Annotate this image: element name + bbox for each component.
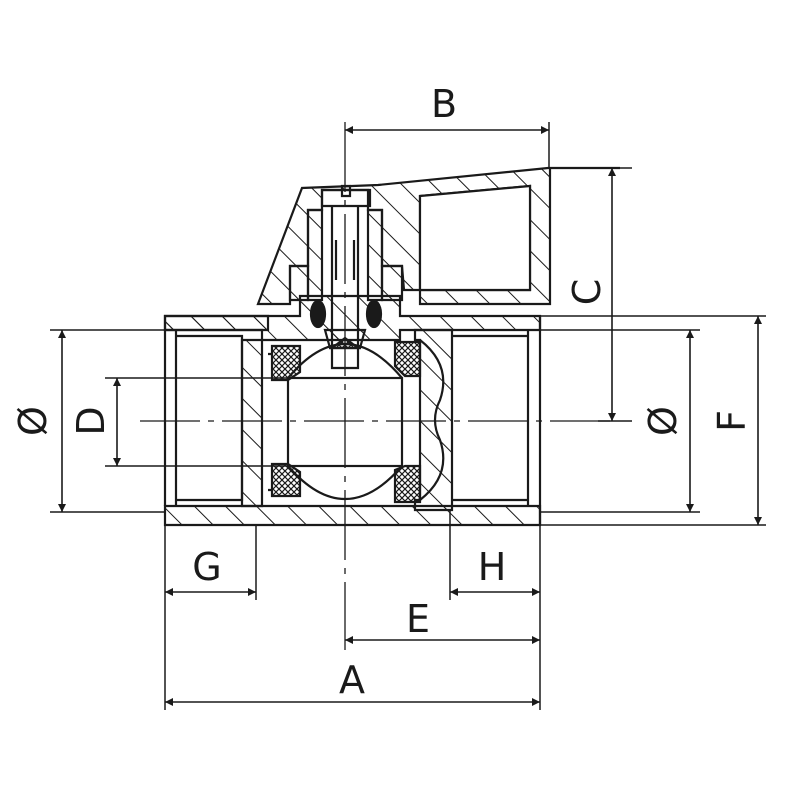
left-seat-lower: [270, 462, 302, 498]
label-d: D: [69, 406, 113, 435]
o-ring-left: [309, 299, 327, 329]
right-seat-lower: [393, 464, 422, 504]
label-h: H: [478, 545, 507, 589]
valve-handle: [256, 166, 620, 306]
left-seat-upper: [270, 344, 302, 382]
center-lines: [140, 122, 610, 650]
dimension-labels: A B E G H C D F Ø Ø: [11, 82, 754, 702]
label-e: E: [406, 597, 430, 641]
label-b: B: [431, 82, 457, 126]
valve-stem: [288, 184, 404, 370]
ball-and-seats: [268, 340, 422, 504]
label-f: F: [710, 410, 754, 432]
dimension-lines: [58, 126, 762, 706]
label-g: G: [192, 545, 221, 589]
right-seat-upper: [393, 340, 422, 378]
label-dia-right: Ø: [641, 406, 685, 436]
label-a: A: [339, 658, 365, 702]
extension-lines: [50, 122, 766, 710]
label-dia-left: Ø: [11, 406, 55, 436]
valve-body: [163, 294, 542, 527]
o-ring-right: [365, 299, 383, 329]
label-c: C: [565, 279, 609, 306]
